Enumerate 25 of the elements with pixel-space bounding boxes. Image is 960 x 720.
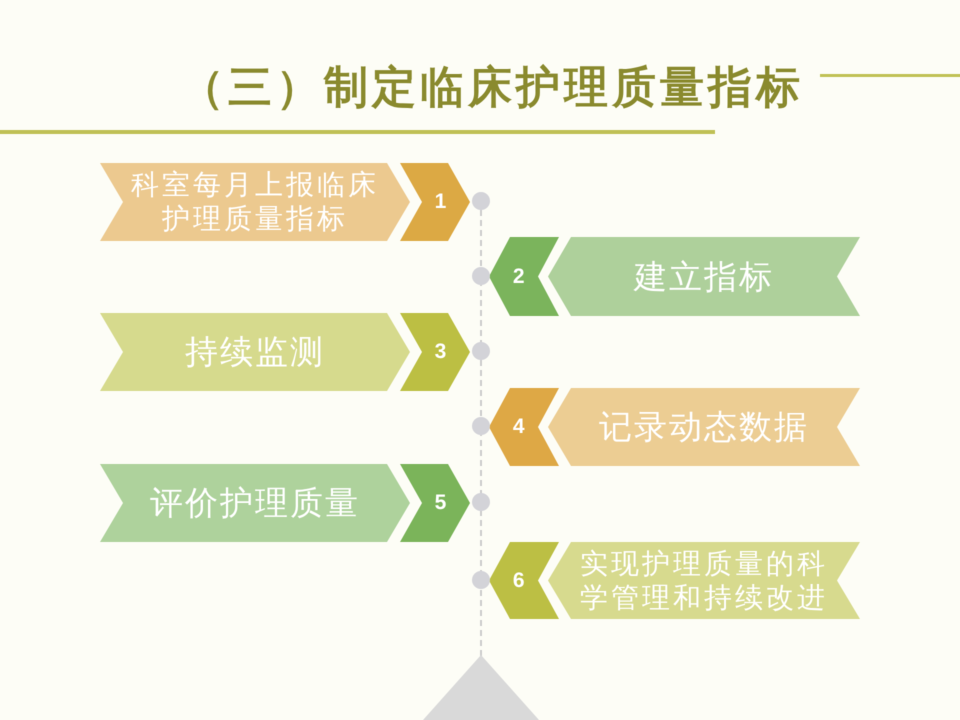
slide-title: （三）制定临床护理质量指标 <box>180 61 804 115</box>
step-banner <box>548 237 860 316</box>
step-text: 持续监测 <box>185 332 325 372</box>
step-banner <box>100 464 410 542</box>
step-number: 6 <box>512 568 525 592</box>
step-number: 3 <box>434 340 446 364</box>
step-text: 记录动态数据 <box>599 407 809 447</box>
step-number-tab <box>489 388 559 466</box>
step-number: 1 <box>434 190 446 214</box>
step-text: 建立指标 <box>634 256 774 296</box>
step-number-tab <box>489 237 559 316</box>
step-number: 5 <box>434 491 446 515</box>
step-number: 4 <box>512 415 525 439</box>
step-number-tab <box>400 464 470 542</box>
step-text: 科室每月上报临床护理质量指标 <box>130 168 380 236</box>
step-text: 实现护理质量的科学管理和持续改进 <box>579 546 829 614</box>
step-banner <box>548 388 860 466</box>
step-banner <box>548 542 860 619</box>
step-number: 2 <box>512 264 525 288</box>
step-number-tab <box>400 163 470 241</box>
step-number-tab <box>400 313 470 391</box>
step-text: 评价护理质量 <box>150 483 360 523</box>
step-number-tab <box>489 542 559 619</box>
step-banner <box>100 163 410 241</box>
step-banner <box>100 313 410 391</box>
